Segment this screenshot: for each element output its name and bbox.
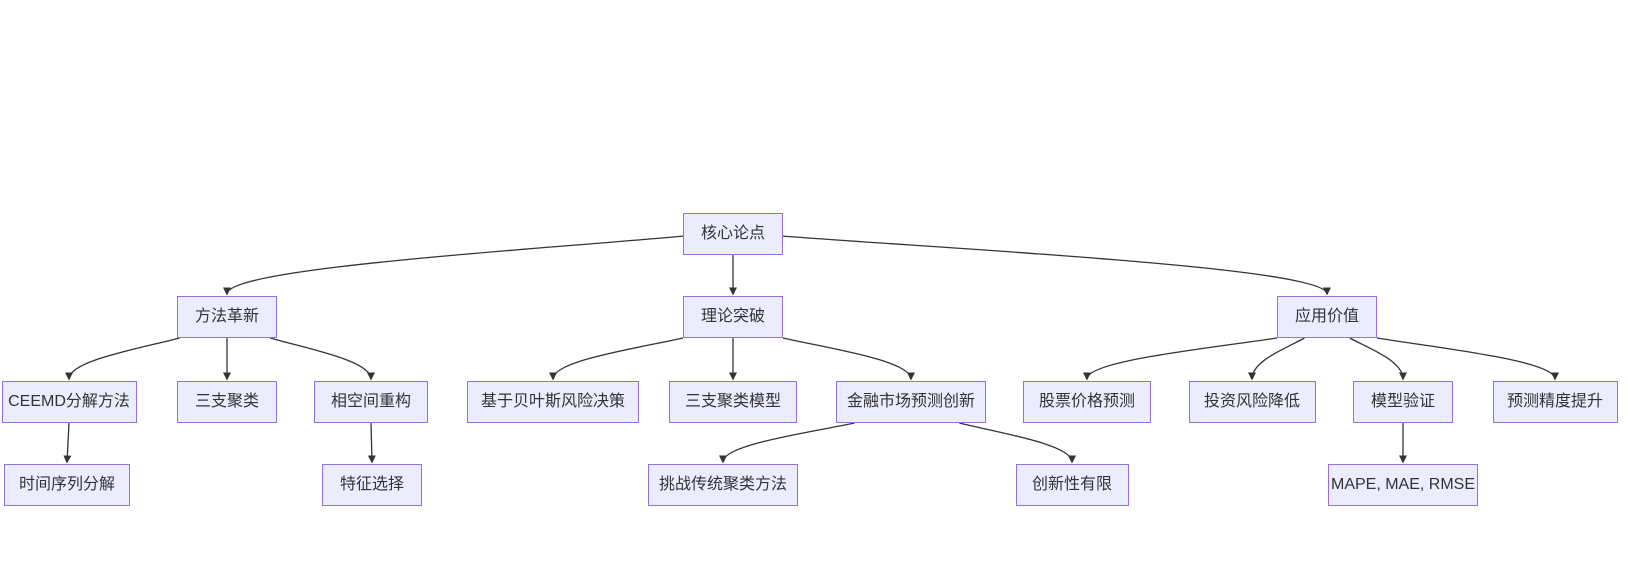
node-theory: 理论突破	[683, 296, 783, 338]
edge-theory-bayes	[549, 337, 684, 381]
edge-fin-innovation-limited	[959, 422, 1076, 464]
edge-application-stock	[1083, 337, 1278, 381]
edge-method-ceemd	[65, 337, 180, 381]
node-root: 核心论点	[683, 213, 783, 255]
node-validation: 模型验证	[1353, 381, 1453, 423]
node-metrics: MAPE, MAE, RMSE	[1328, 464, 1478, 506]
edge-application-risk	[1248, 337, 1305, 381]
node-twc-model: 三支聚类模型	[669, 381, 797, 423]
node-fin-innovation: 金融市场预测创新	[836, 381, 986, 423]
node-ts-decomp: 时间序列分解	[4, 464, 130, 506]
edge-root-method	[223, 235, 684, 296]
node-risk: 投资风险降低	[1188, 381, 1316, 423]
edge-root-application	[782, 235, 1331, 296]
edge-application-accuracy	[1376, 337, 1559, 381]
node-accuracy: 预测精度提升	[1492, 381, 1618, 423]
edge-fin-innovation-challenge	[719, 422, 855, 464]
node-phase-space: 相空间重构	[314, 381, 428, 423]
edge-application-validation	[1349, 337, 1407, 381]
node-ceemd: CEEMD分解方法	[1, 381, 137, 423]
node-stock: 股票价格预测	[1023, 381, 1151, 423]
node-three-way: 三支聚类	[177, 381, 277, 423]
node-application: 应用价值	[1277, 296, 1377, 338]
node-limited: 创新性有限	[1015, 464, 1129, 506]
edge-method-phase-space	[270, 337, 375, 381]
node-feature: 特征选择	[322, 464, 422, 506]
node-challenge: 挑战传统聚类方法	[648, 464, 798, 506]
node-method: 方法革新	[177, 296, 277, 338]
edge-theory-fin-innovation	[782, 337, 915, 381]
node-bayes: 基于贝叶斯风险决策	[467, 381, 639, 423]
edge-phase-space-feature	[367, 422, 376, 464]
edge-ceemd-ts-decomp	[63, 422, 72, 464]
